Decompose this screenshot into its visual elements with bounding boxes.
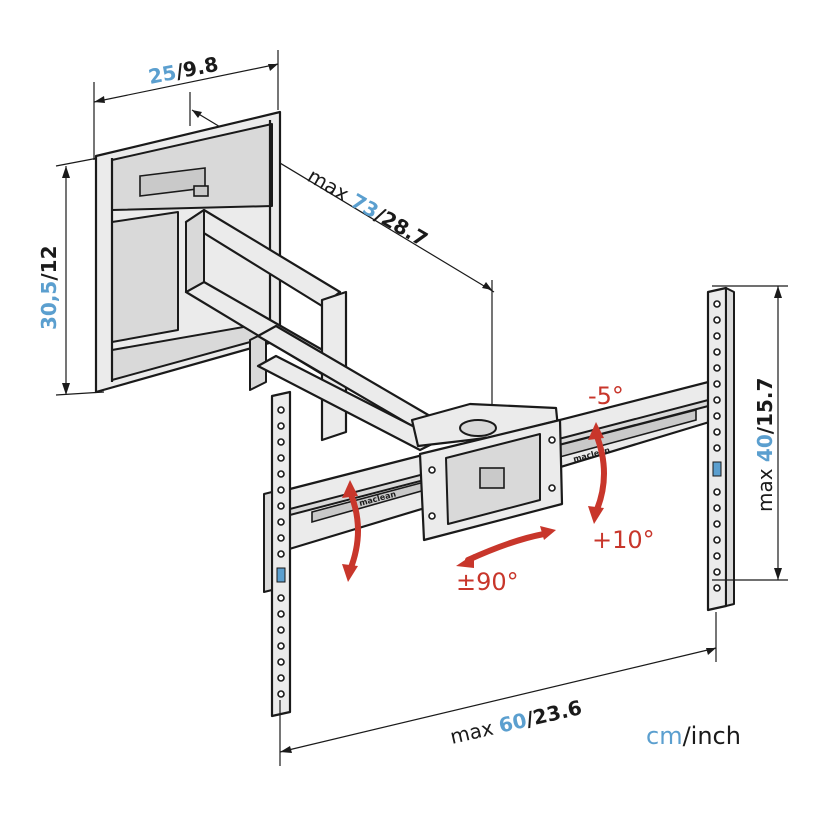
vesa-height-label: max 40/15.7: [753, 378, 777, 512]
articulating-arm: [184, 208, 560, 452]
wall-height-label: 30,5/12: [37, 245, 61, 330]
dimension-vesa-height: max 40/15.7: [712, 285, 788, 581]
lock-icon: [479, 467, 505, 489]
dimension-wall-height: 30,5/12: [37, 157, 105, 396]
vesa-width-label: max 60/23.6: [448, 695, 584, 749]
brand-badge-icon: [193, 185, 209, 197]
right-vertical-bracket: [706, 286, 735, 612]
tilt-up-label: -5°: [588, 382, 624, 410]
dimension-top-width: 25/9.8: [93, 50, 279, 160]
tilt-arrow-right: [588, 422, 607, 524]
dimension-vesa-width: max 60/23.6: [279, 612, 717, 766]
tilt-arrow-left: [342, 480, 361, 582]
left-bracket-holes: [276, 406, 286, 698]
left-vertical-bracket: [263, 390, 292, 718]
swivel-arrow: [456, 526, 556, 568]
tilt-down-label: +10°: [592, 526, 655, 554]
swivel-label: ±90°: [456, 568, 519, 596]
units-legend: cm/inch: [646, 722, 741, 750]
arm-extension-label: max 73/28.7: [304, 164, 432, 252]
right-bracket-holes: [712, 300, 722, 592]
